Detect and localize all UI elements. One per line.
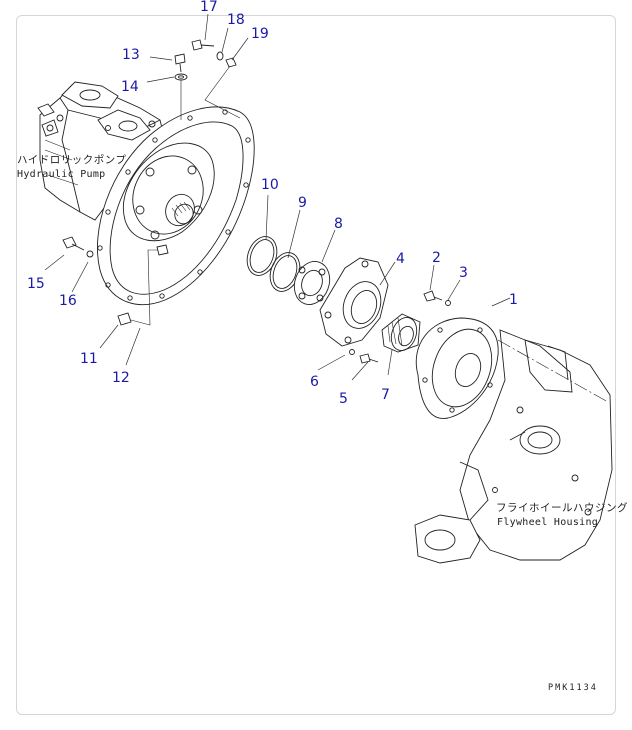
flywheel-housing-label-jp: フライホイールハウジング	[496, 501, 628, 514]
housing-bolts-drawing	[349, 290, 451, 364]
lower-fasteners-drawing	[62, 236, 169, 326]
callout-15: 15	[27, 276, 45, 292]
hydraulic-pump-label-en: Hydraulic Pump	[17, 169, 106, 180]
callout-5: 5	[339, 391, 348, 407]
drawing-code: PMK1134	[548, 683, 598, 693]
callout-11: 11	[80, 351, 98, 367]
flywheel-housing-label-en: Flywheel Housing	[497, 517, 598, 528]
callout-9: 9	[298, 195, 307, 211]
callout-2: 2	[432, 250, 441, 266]
callout-13: 13	[122, 47, 140, 63]
pump-flange-drawing	[123, 142, 215, 242]
flywheel-housing-drawing	[414, 329, 613, 564]
hydraulic-pump-drawing	[37, 81, 166, 221]
callout-6: 6	[310, 374, 319, 390]
callout-14: 14	[121, 79, 139, 95]
callout-7: 7	[381, 387, 390, 403]
bearing-drawing	[381, 313, 421, 353]
callout-18: 18	[227, 12, 245, 28]
hydraulic-pump-label-jp: ハイドロリックポンプ	[17, 154, 126, 166]
leader-lines	[44, 13, 511, 381]
callout-3: 3	[459, 265, 468, 281]
callout-1: 1	[509, 292, 518, 308]
callout-16: 16	[59, 293, 77, 309]
coupling-drawing	[293, 261, 331, 305]
callout-10: 10	[261, 177, 279, 193]
callout-17: 17	[200, 0, 218, 15]
callout-12: 12	[112, 370, 130, 386]
drive-plate-drawing	[415, 317, 499, 419]
bearing-housing-drawing	[319, 257, 389, 347]
top-fasteners-drawing	[174, 39, 241, 120]
callout-19: 19	[251, 26, 269, 42]
callout-4: 4	[396, 251, 405, 267]
callout-numbers: 1 2 3 4 5 6 7 8 9 10 11 12 13 14 15 16 1…	[27, 0, 518, 407]
callout-8: 8	[334, 216, 343, 232]
